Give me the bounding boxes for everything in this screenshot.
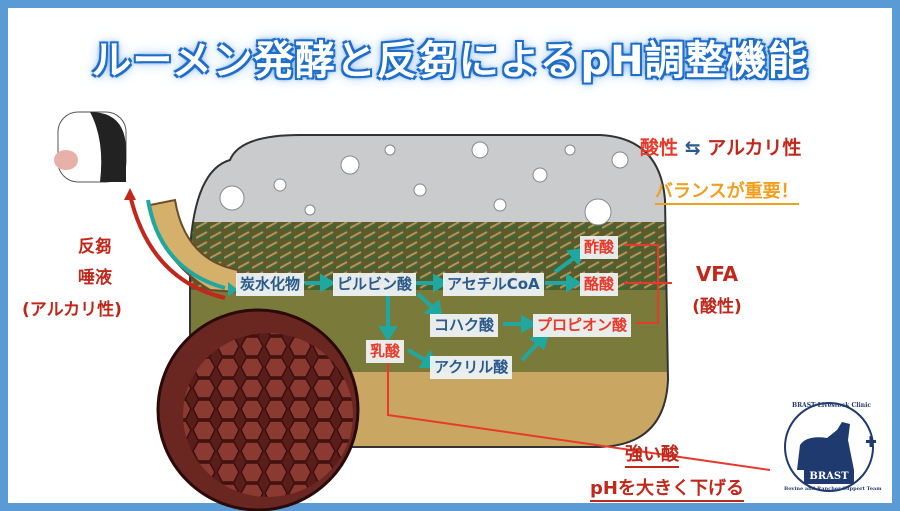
page-title: ルーメン発酵と反芻によるpH調整機能 [91, 38, 809, 84]
pathway-arrows [305, 247, 588, 368]
logo-top-text: BRAST Livestock Clinic [792, 402, 872, 409]
brast-logo: BRAST BRAST Livestock Clinic Bovine and … [782, 400, 882, 494]
node-acetyl-coa: アセチルCoA [443, 273, 544, 296]
vfa-acidic-text: (酸性) [692, 297, 742, 317]
rumination-arrow [128, 194, 226, 300]
rumination-text: 反芻 [78, 237, 112, 257]
node-butyric-acid: 酪酸 [580, 273, 619, 296]
acid-alkali-balance: 酸性 ⇆ アルカリ性 [640, 133, 801, 160]
node-carbohydrate: 炭水化物 [236, 273, 305, 296]
vfa-text: VFA [695, 262, 739, 286]
exchange-arrow-icon: ⇆ [684, 137, 701, 159]
node-propionic-acid: プロピオン酸 [533, 314, 632, 337]
strong-acid-label: 強い酸 [625, 440, 679, 468]
logo-bottom-text: Bovine and Rancher Support Team [784, 486, 882, 492]
node-acetic-acid: 酢酸 [580, 236, 619, 259]
gas-bubbles [219, 141, 629, 226]
saliva-arrow [146, 199, 226, 290]
alkaline-text: (アルカリ性) [22, 300, 122, 320]
alkali-label: アルカリ性 [707, 137, 802, 159]
node-succinic-acid: コハク酸 [430, 314, 499, 337]
balance-note: バランスが重要！ [655, 177, 799, 205]
node-acrylic-acid: アクリル酸 [430, 356, 513, 379]
vfa-label: VFA (酸性) [682, 262, 752, 317]
acid-label: 酸性 [640, 137, 679, 159]
logo-brast-text: BRAST [809, 471, 849, 482]
connector-lines [387, 244, 771, 471]
rumination-saliva-label: 反芻 唾液 [60, 232, 130, 288]
node-lactic-acid: 乳酸 [366, 340, 405, 363]
reticulum-honeycomb [183, 333, 353, 497]
ph-drop-label: pHを大きく下げる [590, 474, 744, 502]
saliva-text: 唾液 [78, 268, 112, 288]
cow-head [54, 111, 127, 183]
node-pyruvate: ピルビン酸 [333, 273, 417, 296]
